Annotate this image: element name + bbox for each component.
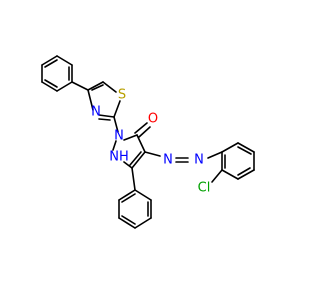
bond <box>134 122 148 134</box>
bond <box>118 189 136 201</box>
bond <box>129 151 142 166</box>
bond <box>221 142 239 153</box>
bond <box>98 118 111 121</box>
chlorine-atom-label: Cl <box>198 181 211 196</box>
bond <box>44 79 58 88</box>
pyrazole-nh-label: NH <box>109 150 129 165</box>
bond <box>237 169 255 180</box>
bond <box>138 126 151 138</box>
bond <box>221 169 239 180</box>
bond <box>98 114 115 118</box>
bond-layer <box>41 55 255 229</box>
bond <box>144 151 161 157</box>
bond <box>237 142 255 153</box>
bond <box>44 59 58 68</box>
azo-nitrogen-2-label: N <box>194 153 204 168</box>
thiazole-nitrogen-label: N <box>91 105 101 120</box>
bond <box>113 100 121 118</box>
carbonyl-oxygen-label: O <box>148 112 158 127</box>
bond <box>118 217 136 229</box>
sulfur-atom-label: S <box>118 88 126 103</box>
bond <box>211 169 223 183</box>
bond <box>91 84 104 91</box>
bond <box>237 146 252 155</box>
bond <box>131 151 146 169</box>
molecule-structure: S N N NH O N N Cl <box>41 55 255 229</box>
bond <box>113 116 119 133</box>
structure-canvas: S N N NH O N N Cl <box>41 55 255 229</box>
bond <box>41 55 58 66</box>
bond <box>136 134 146 153</box>
bond <box>207 151 223 159</box>
bond <box>123 161 133 169</box>
bond <box>56 81 73 92</box>
bond <box>134 189 152 201</box>
bond <box>112 140 117 151</box>
bond <box>87 89 94 111</box>
bond <box>237 167 251 176</box>
azo-nitrogen-1-label: N <box>163 153 173 168</box>
bond <box>41 81 58 92</box>
bond <box>123 134 138 141</box>
bond <box>56 55 73 66</box>
bond <box>87 81 104 91</box>
bond <box>121 193 136 203</box>
pyrazole-nitrogen-label: N <box>114 129 124 144</box>
bond <box>71 81 89 91</box>
bond <box>131 167 136 191</box>
bond <box>102 81 117 93</box>
atom-label-layer: S N N NH O N N Cl <box>91 88 210 196</box>
bond <box>134 217 152 229</box>
bond <box>121 215 136 225</box>
